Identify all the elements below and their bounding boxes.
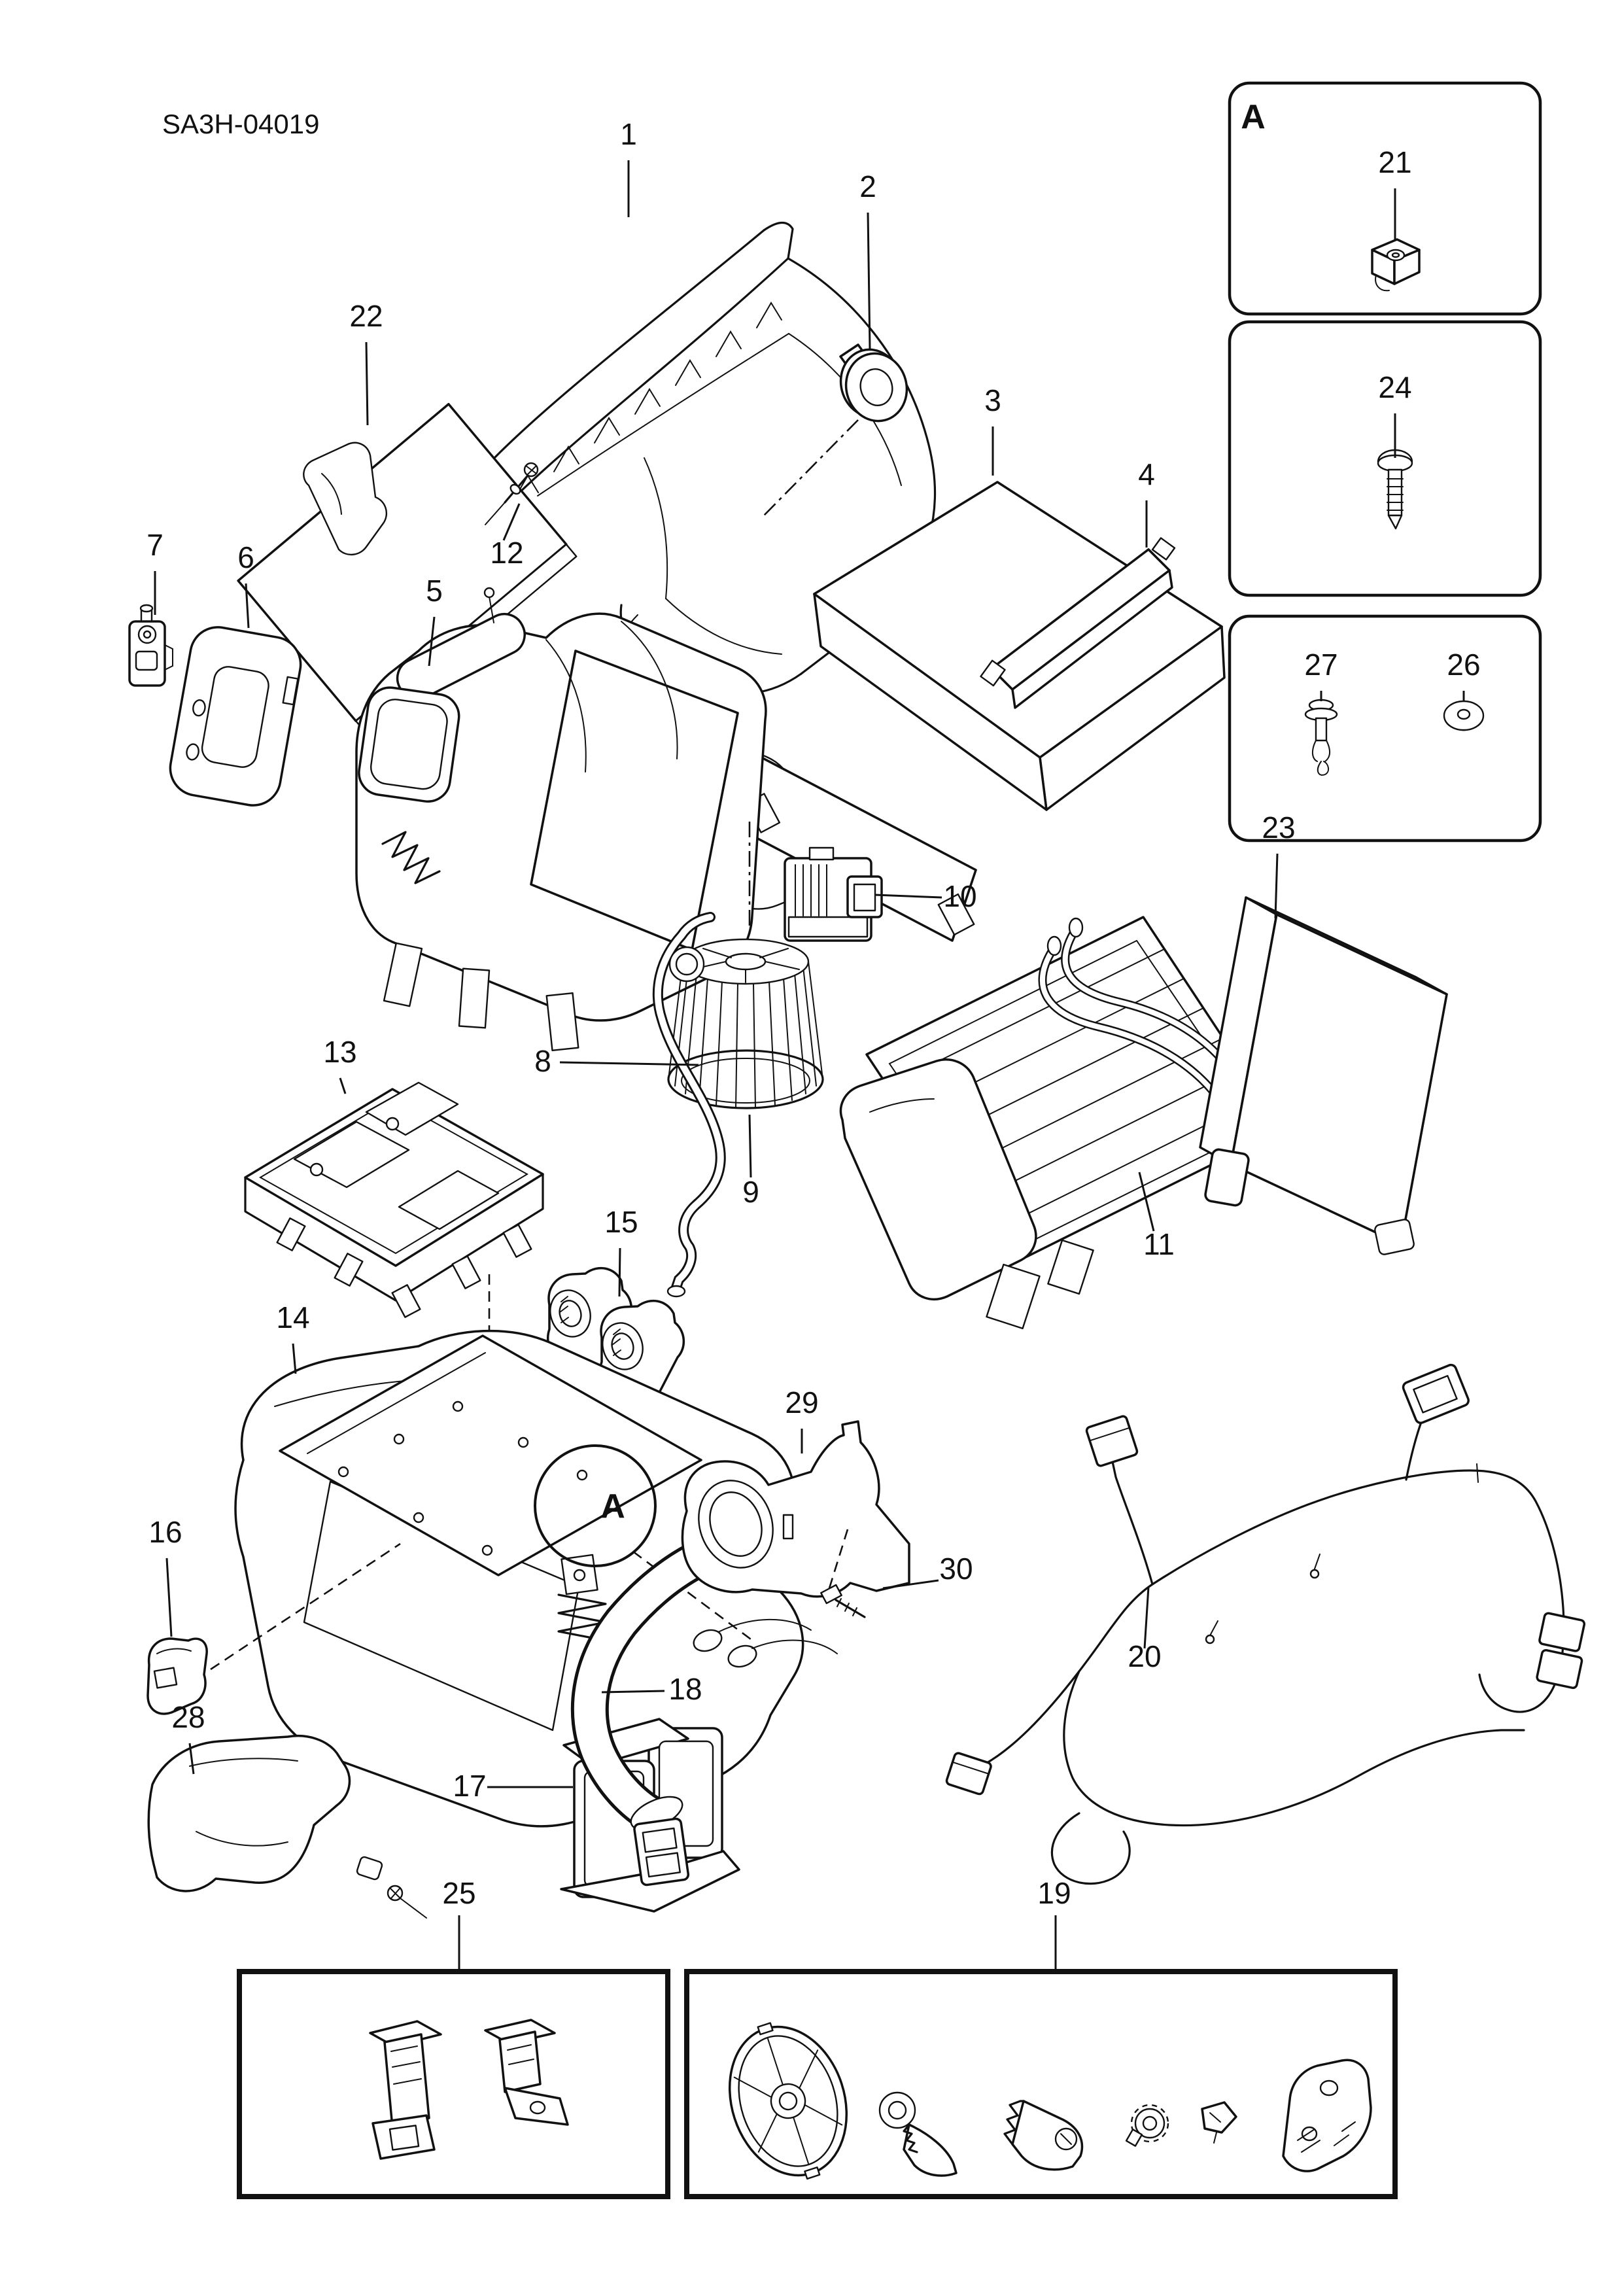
- callout-2: 2: [859, 169, 876, 203]
- callout-labels: 1 2 3 4 5 6 7 8 9 10 11 12 13 14 15 16 1…: [147, 117, 1480, 1910]
- callout-13: 13: [323, 1035, 356, 1069]
- callout-19: 19: [1037, 1876, 1071, 1910]
- part-19-fan-cover: [728, 2022, 848, 2180]
- leader-lines: [154, 160, 1465, 1970]
- callout-6: 6: [237, 540, 254, 574]
- callout-18: 18: [668, 1672, 702, 1706]
- part-9-blower-wheel: [667, 822, 824, 1109]
- leader-30: [882, 1579, 939, 1590]
- part-30-screw: [820, 1584, 866, 1618]
- part-19-lever: [878, 2091, 958, 2177]
- leader-12: [502, 503, 521, 541]
- part-14-cover-panel: [279, 1334, 702, 1576]
- part-7-expansion-valve: [128, 604, 173, 687]
- leader-14: [292, 1343, 297, 1374]
- callout-1: 1: [620, 117, 637, 151]
- part-6-seal-plate: [169, 626, 302, 807]
- part-8-drain-hose: [652, 912, 726, 1298]
- leader-11: [1138, 1172, 1155, 1232]
- callout-12: 12: [490, 536, 523, 570]
- part-20-wiring-harness: [945, 1363, 1586, 1885]
- callout-26: 26: [1447, 648, 1480, 682]
- callout-17: 17: [453, 1769, 486, 1803]
- part-19-sector-gear: [1003, 2100, 1084, 2171]
- leader-18: [601, 1690, 665, 1694]
- callout-25: 25: [442, 1876, 475, 1910]
- leader-22: [365, 341, 369, 426]
- leader-10: [874, 894, 942, 899]
- leader-9: [748, 1114, 752, 1178]
- callout-28: 28: [171, 1700, 205, 1734]
- part-3-cabin-filter: [813, 481, 1226, 811]
- kit-box-25: [237, 1969, 670, 2199]
- part-28-floor-duct: [147, 1735, 427, 1919]
- inset-box-a: A: [1228, 81, 1542, 316]
- callout-7: 7: [147, 528, 164, 562]
- part-4-inlet-grille: [980, 537, 1176, 709]
- part-10-blower-resistor: [784, 846, 883, 942]
- callout-27: 27: [1304, 648, 1337, 682]
- leader-16: [165, 1557, 173, 1637]
- callout-30: 30: [939, 1552, 973, 1586]
- kit-box-19: [684, 1969, 1398, 2199]
- callout-24: 24: [1378, 370, 1411, 404]
- part-13-distribution-duct: [244, 1081, 544, 1376]
- part-21-clip-nut: [1371, 238, 1421, 292]
- callout-11: 11: [1143, 1227, 1175, 1261]
- leader-6: [245, 583, 250, 629]
- callout-9: 9: [742, 1175, 759, 1209]
- leader-28: [188, 1743, 195, 1775]
- leader-20: [1143, 1586, 1150, 1649]
- leader-8: [559, 1061, 699, 1066]
- part-29-defroster-duct: [681, 1420, 910, 1598]
- part-16-actuator: [147, 1542, 401, 1715]
- callout-3: 3: [984, 383, 1001, 417]
- inset-box-fasteners: [1228, 614, 1542, 843]
- part-19-bracket: [1282, 2059, 1372, 2172]
- part-18-air-hose: [570, 1530, 744, 1887]
- callout-10: 10: [943, 879, 976, 913]
- detail-circle-letter: A: [600, 1487, 625, 1525]
- callout-15: 15: [604, 1205, 638, 1239]
- leader-2: [867, 212, 871, 350]
- callout-16: 16: [148, 1515, 182, 1549]
- callout-22: 22: [349, 299, 383, 333]
- callout-5: 5: [426, 574, 443, 608]
- leader-23: [1274, 853, 1279, 919]
- part-26-washer: [1443, 700, 1485, 731]
- part-12-sensor-screw: [485, 462, 539, 525]
- callout-20: 20: [1128, 1639, 1161, 1673]
- part-5-evaporator-case: [355, 587, 767, 1052]
- callout-23: 23: [1262, 810, 1295, 844]
- part-2-mount-grommet: [763, 343, 908, 516]
- part-19-cam-gear: [1125, 2104, 1169, 2147]
- inset-box-letter: A: [1241, 98, 1266, 136]
- callout-29: 29: [785, 1385, 818, 1419]
- part-19-clip: [1201, 2101, 1237, 2144]
- leader-15: [618, 1247, 621, 1297]
- part-25-bracket-left: [369, 2020, 442, 2160]
- callout-8: 8: [534, 1044, 551, 1078]
- leader-5: [428, 616, 436, 667]
- callout-14: 14: [276, 1300, 309, 1334]
- leader-13: [339, 1077, 347, 1094]
- part-11-heater-unit: [839, 916, 1285, 1330]
- diagram-code: SA3H-04019: [162, 109, 320, 139]
- inset-box-screw: [1228, 320, 1542, 597]
- callout-21: 21: [1378, 145, 1411, 179]
- part-23-evaporator-core: [1038, 896, 1448, 1255]
- callout-4: 4: [1138, 457, 1155, 491]
- part-25-bracket-right: [484, 2019, 569, 2126]
